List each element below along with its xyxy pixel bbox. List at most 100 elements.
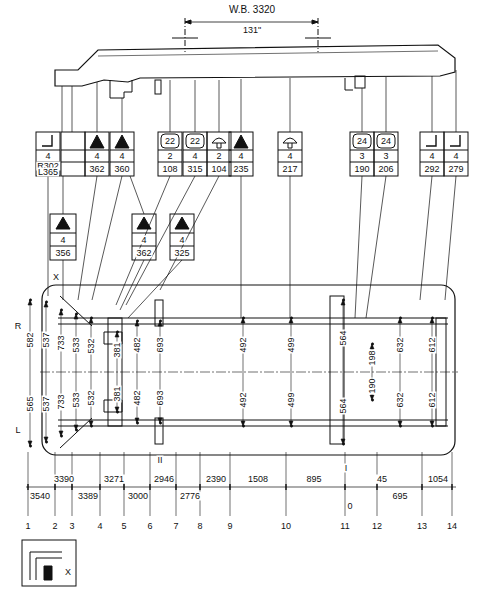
drawing-stroke <box>183 132 207 176</box>
dimension-label: 1054 <box>427 475 449 484</box>
dimension-label: 564 <box>339 397 348 414</box>
table-cell: 4 <box>59 236 66 245</box>
table-cell: 4 <box>452 152 459 161</box>
dimension-label: 3271 <box>103 475 125 484</box>
dimension-label: 533 <box>72 391 81 408</box>
dimension-label: 3540 <box>29 492 51 501</box>
drawing-stroke <box>90 425 92 427</box>
drawing-stroke <box>399 425 401 427</box>
dimension-label: 693 <box>156 336 165 353</box>
callout-number: 14 <box>446 522 458 531</box>
drawing-stroke <box>374 162 398 163</box>
drawing-stroke <box>350 150 374 151</box>
callout-number: 12 <box>371 522 383 531</box>
dimension-label: 381 <box>113 341 122 358</box>
dimension-label: 3390 <box>53 475 75 484</box>
callout-number: 3 <box>68 522 75 531</box>
drawing-stroke <box>342 299 344 301</box>
drawing-stroke <box>110 132 134 176</box>
drawing-stroke <box>74 314 78 430</box>
drawing-stroke <box>36 132 60 176</box>
drawing-stroke <box>136 320 138 322</box>
table-cell: 362 <box>88 165 105 174</box>
drawing-stroke <box>289 318 293 426</box>
drawing-stroke <box>60 435 62 437</box>
drawing-stroke <box>350 132 374 176</box>
drawing-stroke <box>376 484 377 490</box>
table-cell: 24 <box>356 137 368 146</box>
drawing-stroke <box>46 302 47 442</box>
dimension-label: 492 <box>239 336 248 353</box>
table-cell: 2 <box>166 152 173 161</box>
dimension-label: 2946 <box>153 475 175 484</box>
drawing-stroke <box>85 150 109 151</box>
drawing-stroke <box>54 484 55 490</box>
drawing-stroke <box>444 132 468 176</box>
drawing-stroke <box>229 484 230 490</box>
table-cell: 3 <box>382 152 389 161</box>
dimension-label: 733 <box>57 334 66 351</box>
table-cell: 108 <box>161 165 178 174</box>
drawing-stroke <box>28 300 32 446</box>
drawing-stroke <box>431 425 433 427</box>
drawing-stroke <box>399 317 401 319</box>
drawing-stroke <box>290 425 292 427</box>
callout-number: 10 <box>280 522 292 531</box>
drawing-stroke <box>29 445 31 447</box>
drawing-stroke <box>207 150 231 151</box>
dimension-label: 695 <box>391 492 408 501</box>
drawing-stroke <box>200 452 201 516</box>
dimension-label: 565 <box>26 395 35 412</box>
drawing-stroke <box>241 318 245 426</box>
table-cell: 315 <box>186 165 203 174</box>
drawing-stroke <box>444 162 468 163</box>
drawing-stroke <box>28 452 29 516</box>
dimension-label: II <box>156 456 163 465</box>
callout-number: 7 <box>172 522 179 531</box>
drawing-stroke <box>278 162 302 163</box>
table-cell: 292 <box>423 165 440 174</box>
table-cell: 104 <box>210 165 227 174</box>
drawing-stroke <box>110 150 134 151</box>
drawing-stroke <box>159 320 161 322</box>
dimension-label: 612 <box>428 391 437 408</box>
dimension-label: 499 <box>287 391 296 408</box>
drawing-stroke <box>99 484 100 490</box>
table-cell: 360 <box>113 165 130 174</box>
drawing-stroke <box>343 300 344 444</box>
callout-number: 6 <box>146 522 153 531</box>
dimension-label: 0 <box>346 502 353 511</box>
table-cell: 4 <box>428 152 435 161</box>
drawing-stroke <box>350 162 374 163</box>
dimension-label: W.B. 3320 <box>228 5 276 15</box>
table-cell: 325 <box>173 249 190 258</box>
drawing-stroke <box>229 162 253 163</box>
drawing-stroke <box>242 317 244 319</box>
dimension-label: X <box>64 568 72 577</box>
drawing-stroke <box>243 318 244 426</box>
dimension-label: 582 <box>26 331 35 348</box>
drawing-stroke <box>426 135 436 146</box>
dimension-label: 537 <box>42 331 51 348</box>
table-cell: 4 <box>93 152 100 161</box>
drawing-stroke <box>371 399 373 401</box>
drawing-stroke <box>91 318 92 426</box>
callout-number: 9 <box>226 522 233 531</box>
drawing-stroke <box>60 309 62 311</box>
drawing-stroke <box>124 452 125 516</box>
drawing-stroke <box>27 484 28 490</box>
dimension-label: 693 <box>156 389 165 406</box>
drawing-stroke <box>353 134 371 148</box>
table-cell: 190 <box>353 165 370 174</box>
drawing-stroke <box>431 317 433 319</box>
callout-number: 2 <box>51 522 58 531</box>
drawing-stroke <box>278 132 302 176</box>
drawing-stroke <box>398 318 402 426</box>
drawing-stroke <box>90 135 104 148</box>
drawing-stroke <box>345 452 346 516</box>
callout-number: 13 <box>416 522 428 531</box>
drawing-stroke <box>451 484 452 490</box>
drawing-stroke <box>42 135 52 146</box>
drawing-stroke <box>452 452 453 516</box>
drawing-stroke <box>400 318 401 426</box>
